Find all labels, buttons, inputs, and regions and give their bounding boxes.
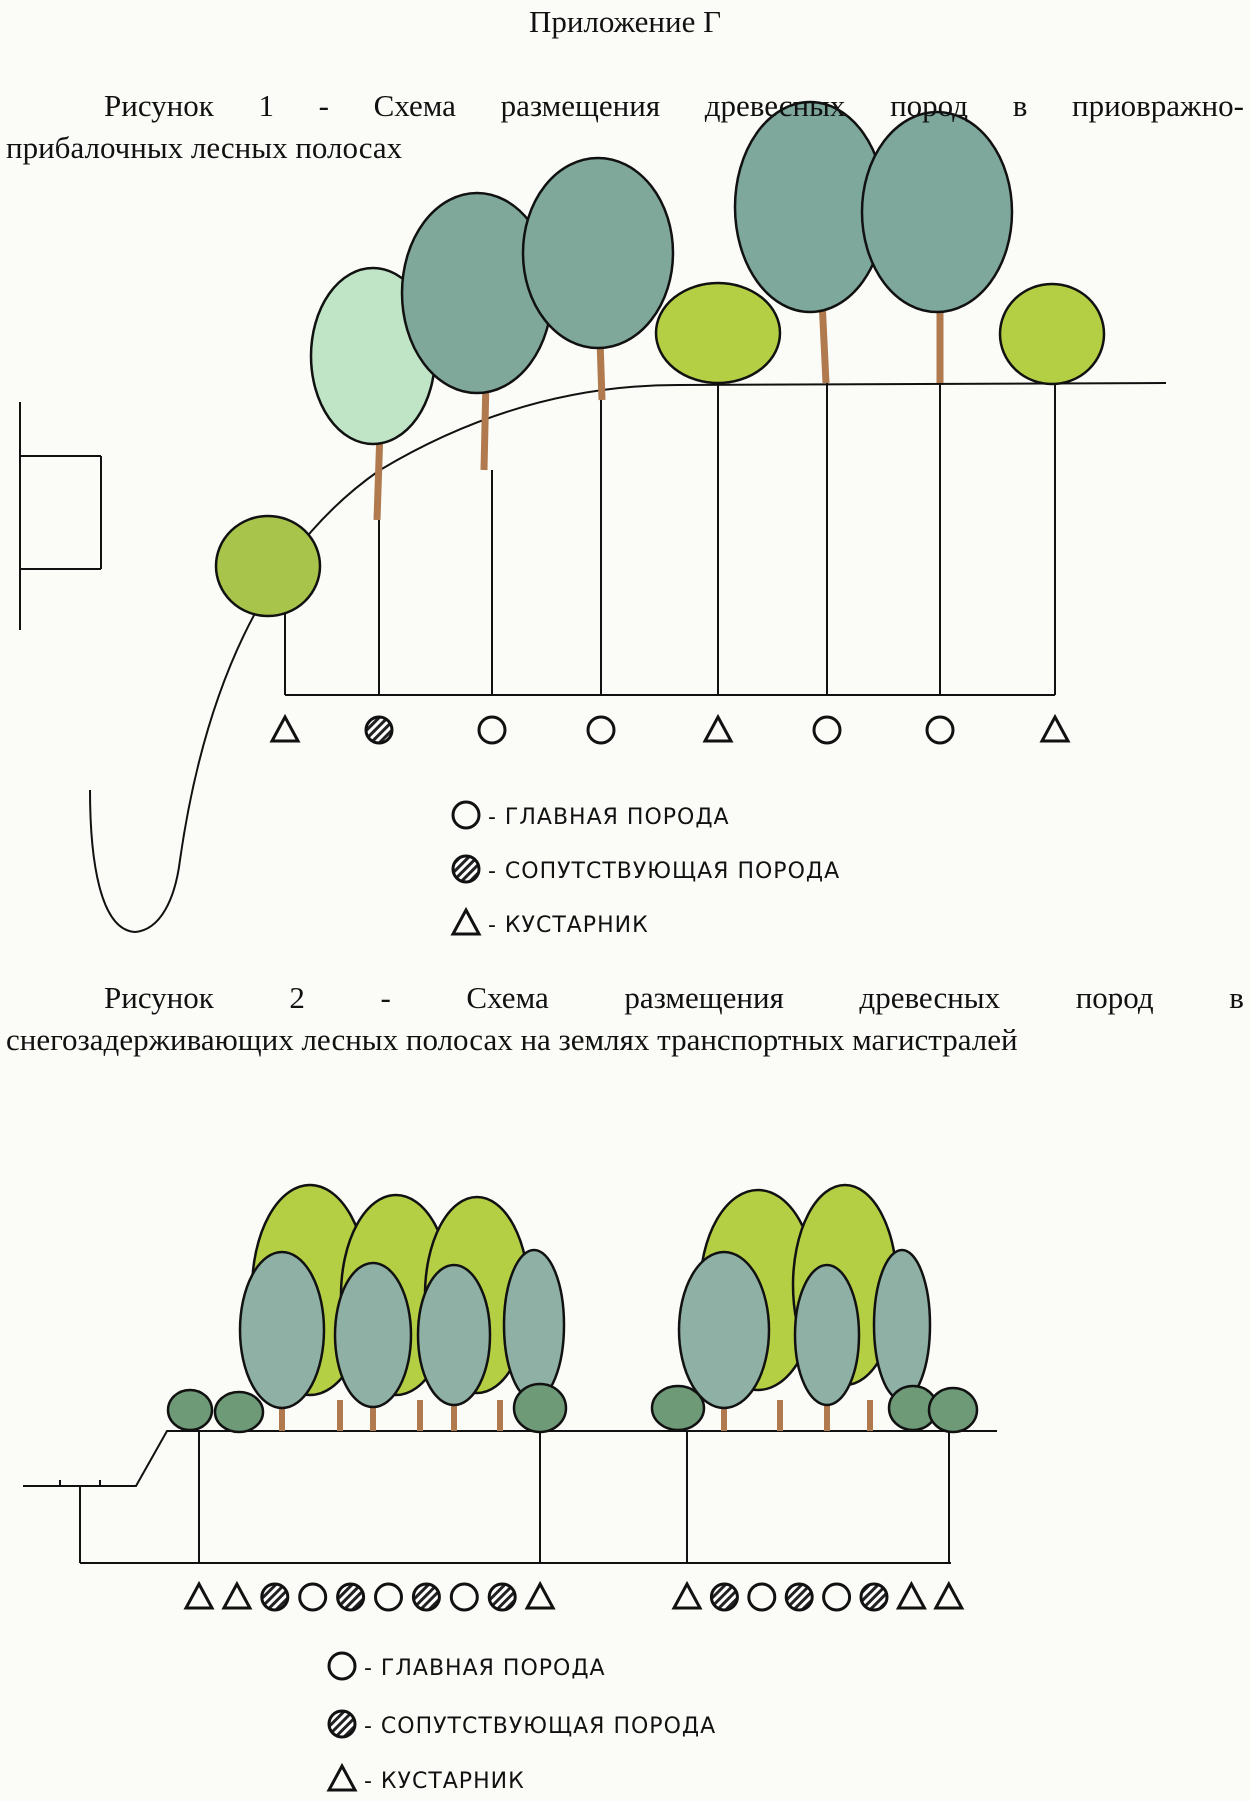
shrub-triangle-icon [326,1762,358,1792]
figure2-legend: - ГЛАВНАЯ ПОРОДА - СОПУТСТВУЮЩАЯ ПОРОДА - … [326,1651,716,1794]
main-species-circle-icon [327,1651,357,1681]
main-species-circle-icon [812,715,842,745]
shrub-triangle-icon [221,1580,253,1610]
shrub-crown [650,1384,706,1432]
shrub-triangle-icon [450,906,482,936]
tree-crown [416,1263,492,1407]
caption-word: Схема [466,980,549,1015]
caption-word: Рисунок [104,88,214,123]
caption-word: пород [890,88,969,123]
shrub-crown [927,1386,979,1434]
tree-crown [521,156,675,350]
companion-species-hatched-circle-icon [411,1582,441,1612]
legend-label: - ГЛАВНАЯ ПОРОДА [488,805,730,830]
main-species-circle-icon [822,1582,852,1612]
caption-word: приовражно- [1071,88,1244,123]
main-species-circle-icon [449,1582,479,1612]
figure1-caption-line2: прибалочных лесных полосах [6,130,403,165]
caption-word: 1 [258,88,274,123]
tree-crown [872,1248,932,1402]
main-species-circle-icon [298,1582,328,1612]
main-species-circle-icon [477,715,507,745]
caption-word: 2 [289,980,305,1015]
caption-word: - [318,88,329,123]
legend-label: - ГЛАВНАЯ ПОРОДА [364,1656,606,1681]
legend-label: - СОПУТСТВУЮЩАЯ ПОРОДА [364,1714,716,1739]
tree-crown [860,110,1014,314]
companion-species-hatched-circle-icon [859,1582,889,1612]
legend-label: - СОПУТСТВУЮЩАЯ ПОРОДА [488,859,840,884]
figure1-drawing [19,382,1167,934]
caption-word: размещения [500,88,661,123]
shrub-crown [512,1382,568,1434]
caption-word: Рисунок [104,980,214,1015]
shrub-crown [213,1390,265,1434]
figure2-drawing [23,1430,997,1564]
companion-species-hatched-circle-icon [336,1582,366,1612]
shrub-triangle-icon [1039,713,1071,743]
figure2-planting-symbols [183,1580,965,1612]
caption-word: древесных [704,88,846,123]
caption-word: древесных [859,980,1001,1015]
shrub-triangle-icon [671,1580,703,1610]
companion-species-hatched-circle-icon [487,1582,517,1612]
companion-species-hatched-circle-icon [784,1582,814,1612]
road-marks [59,1480,101,1563]
figure2-caption-line2: снегозадерживающих лесных полосах на зем… [6,1022,1018,1057]
main-species-circle-icon [925,715,955,745]
figure1-caption-line1: Рисунок 1 - Схема размещения древесных пород в п… [104,86,1244,126]
shrub-crown [654,281,782,385]
tree-verticals [284,383,1056,695]
companion-species-hatched-circle-icon [260,1582,290,1612]
main-species-circle-icon [747,1582,777,1612]
figure1-planting-symbols [269,713,1071,745]
ravine-slope-line [89,382,1167,934]
tree-crown [677,1250,771,1410]
figure2-trees [166,1183,979,1434]
caption-word: - [380,980,391,1015]
tree-crown [793,1263,861,1407]
figure2-caption-line1: Рисунок 2 - Схема размещения древесных пород в [104,978,1244,1018]
caption-word: Схема [373,88,456,123]
companion-species-hatched-circle-icon [364,715,394,745]
main-species-circle-icon [586,715,616,745]
tree-crown [502,1248,566,1402]
figure1-legend: - ГЛАВНАЯ ПОРОДА - СОПУТСТВУЮЩАЯ ПОРОДА - … [450,800,840,938]
companion-species-hatched-circle-icon [327,1709,357,1739]
trunks [373,299,944,521]
tree-crown [238,1250,326,1410]
tree-crown [333,1261,413,1409]
shrub-crown [214,514,322,618]
main-species-circle-icon [374,1582,403,1612]
companion-species-hatched-circle-icon [451,854,481,884]
appendix-title: Приложение Г [528,4,722,39]
shrub-triangle-icon [183,1580,215,1610]
caption-word: пород [1075,980,1154,1015]
shrub-triangle-icon [269,713,301,743]
shrub-triangle-icon [895,1580,927,1610]
caption-word: в [1012,88,1028,123]
caption-word: в [1229,980,1244,1015]
shrub-triangle-icon [702,713,734,743]
shrub-triangle-icon [933,1580,965,1610]
main-species-circle-icon [451,800,481,830]
legend-label: - КУСТАРНИК [364,1769,525,1794]
scale-bracket [19,402,102,630]
caption-word: размещения [624,980,784,1015]
figure1-trees [214,100,1106,618]
legend-label: - КУСТАРНИК [488,913,649,938]
shrub-crown [166,1388,214,1432]
road-embankment-line [23,1430,997,1487]
companion-species-hatched-circle-icon [709,1582,739,1612]
shrub-triangle-icon [524,1580,556,1610]
shrub-crown [998,282,1106,386]
